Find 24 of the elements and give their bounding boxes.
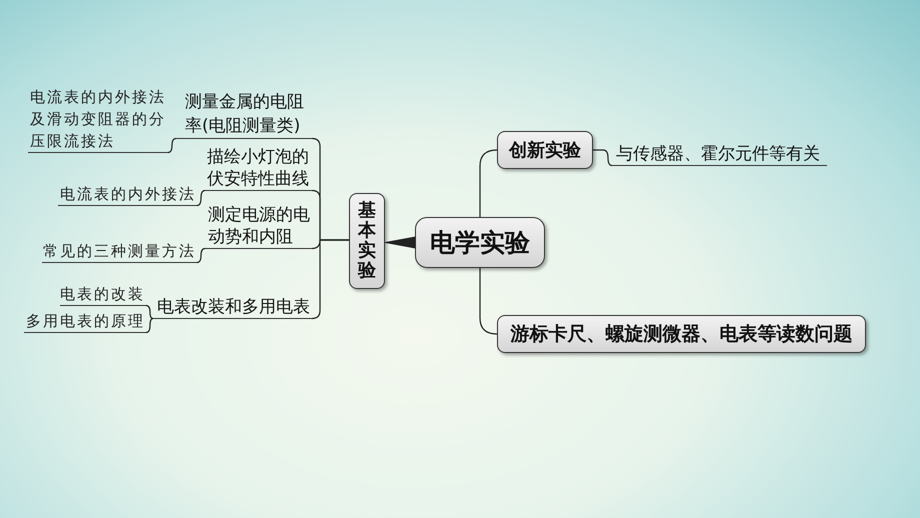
underlined-topic: 测定电源的电动势和内阻 bbox=[205, 204, 312, 249]
connector-line bbox=[146, 318, 154, 334]
connector-line bbox=[593, 149, 612, 166]
connector-line bbox=[168, 138, 176, 154]
underlined-topic: 测量金属的电阻率(电阻测量类) bbox=[176, 90, 312, 139]
tapered-connector bbox=[384, 236, 416, 248]
topic-box: 基本实验 bbox=[349, 193, 385, 289]
underlined-subtopic: 常见的三种测量方法 bbox=[42, 240, 197, 263]
underlined-topic: 描绘小灯泡的伏安特性曲线 bbox=[205, 146, 312, 191]
topic-box: 创新实验 bbox=[497, 131, 593, 169]
connector-line bbox=[196, 190, 206, 206]
connector-line bbox=[196, 248, 206, 264]
underlined-subtopic: 电流表的内外接法及滑动变阻器的分压限流接法 bbox=[28, 86, 168, 153]
connector-line bbox=[479, 268, 498, 335]
underlined-topic: 与传感器、霍尔元件等有关 bbox=[612, 143, 827, 166]
connector-line bbox=[146, 304, 154, 320]
underlined-subtopic: 电表的改装 bbox=[60, 283, 146, 306]
topic-box: 游标卡尺、螺旋测微器、电表等读数问题 bbox=[497, 315, 866, 353]
connector-line bbox=[312, 239, 349, 320]
central-topic-box: 电学实验 bbox=[415, 217, 545, 268]
underlined-topic: 电表改装和多用电表 bbox=[153, 296, 312, 319]
underlined-subtopic: 电流表的内外接法 bbox=[58, 183, 197, 206]
connector-line bbox=[479, 149, 498, 217]
underlined-subtopic: 多用电表的原理 bbox=[24, 310, 146, 333]
